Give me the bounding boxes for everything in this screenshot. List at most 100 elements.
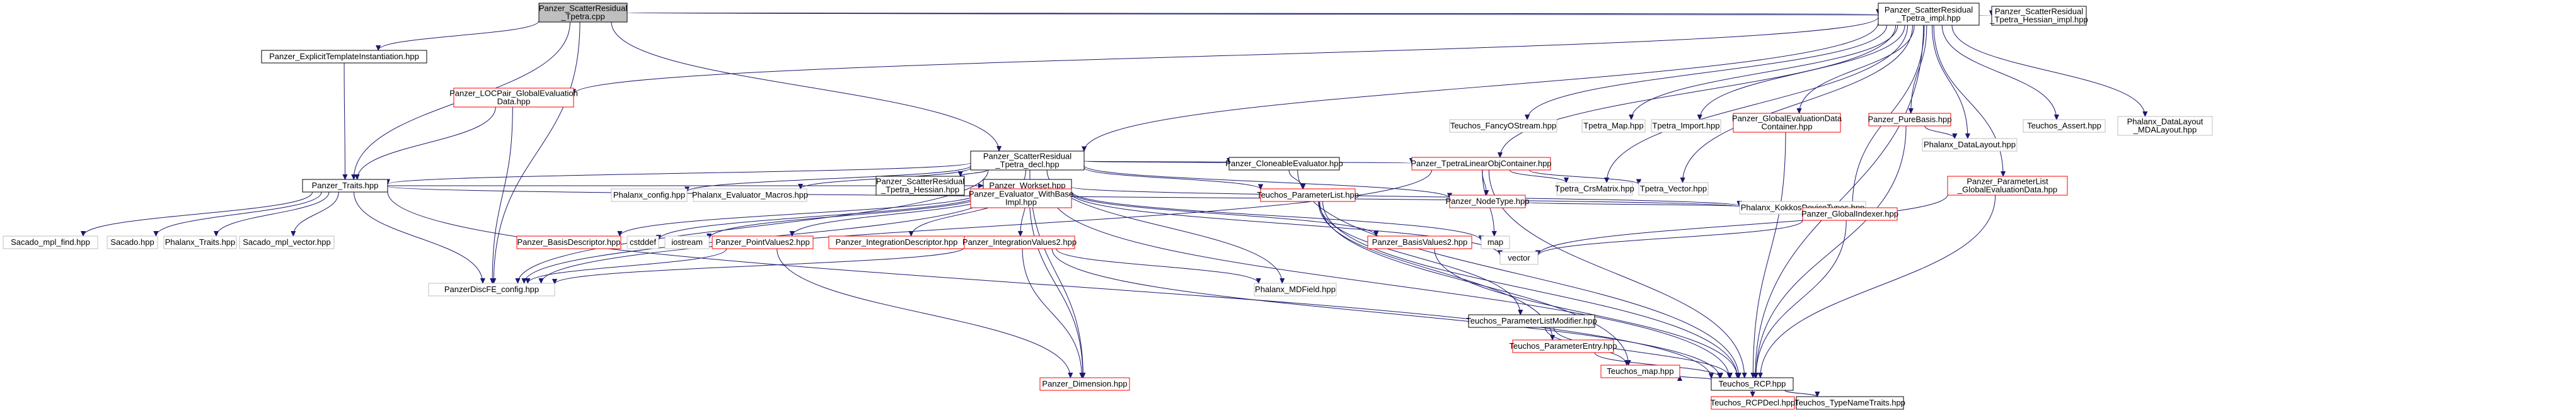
node-box <box>1039 377 1130 391</box>
edge-n39-to-n49 <box>1951 25 2145 116</box>
graph-node[interactable]: Panzer_GlobalIndexer.hpp <box>1801 207 1898 221</box>
node-label: Teuchos_TypeNameTraits.hpp <box>1794 398 1905 407</box>
node-label: Panzer_IntegrationValues2.hpp <box>962 237 1077 247</box>
edge-n8-to-n15 <box>620 191 984 236</box>
graph-node[interactable]: Panzer_ScatterResidual_Tpetra_decl.hpp <box>970 150 1085 171</box>
edge-n8-to-n9 <box>1029 191 1083 378</box>
edge-n2-to-n7 <box>354 191 483 283</box>
edge-n35-to-n7 <box>541 169 1432 283</box>
edge-n39-to-n37 <box>1607 25 1909 183</box>
graph-node[interactable]: Panzer_ScatterResidual_Tpetra.cpp <box>538 3 628 23</box>
edge-n39-to-n41 <box>1631 25 1898 120</box>
graph-node[interactable]: Teuchos_RCP.hpp <box>1711 377 1794 391</box>
edge-n1-to-n2 <box>344 62 345 179</box>
node-label: Data.hpp <box>497 97 531 106</box>
nodes-layer: Panzer_ScatterResidual_Tpetra.cppPanzer_… <box>3 3 2213 410</box>
node-box <box>970 150 1085 171</box>
edge-n35-to-n38 <box>1528 169 1639 184</box>
node-label: Tpetra_Import.hpp <box>1653 121 1720 130</box>
graph-node[interactable]: Teuchos_TypeNameTraits.hpp <box>1794 396 1905 410</box>
edge-n46-to-n10 <box>1760 195 1996 378</box>
node-label: _Tpetra_impl.hpp <box>1896 13 1960 23</box>
graph-node[interactable]: Panzer_BasisValues2.hpp <box>1367 235 1472 249</box>
node-box <box>1499 251 1539 265</box>
edge-n35-to-n37 <box>1509 169 1566 183</box>
graph-node[interactable]: Panzer_BasisDescriptor.hpp <box>516 235 621 249</box>
node-box <box>453 88 574 108</box>
edge-n20-to-n7 <box>555 247 965 284</box>
node-box <box>107 235 158 249</box>
edge-n31-to-n32 <box>1288 169 1303 189</box>
graph-node[interactable]: Panzer_PureBasis.hpp <box>1868 113 1952 127</box>
node-box <box>1581 119 1646 133</box>
edge-n20-to-n10 <box>1051 248 1719 378</box>
node-label: Panzer_LOCPair_GlobalEvaluation <box>449 89 578 98</box>
edge-n39-to-n40 <box>1527 25 1887 120</box>
edge-n26-to-n32 <box>1083 167 1261 190</box>
graph-node[interactable]: Panzer_ScatterResidual_Tpetra_impl.hpp <box>1878 3 1980 26</box>
edge-n8-to-n24 <box>1070 191 1500 256</box>
node-box <box>261 50 427 64</box>
edge-n8-to-n10 <box>1050 191 1730 378</box>
node-label: Phalanx_config.hpp <box>613 190 685 200</box>
node-box <box>1449 119 1557 133</box>
node-label: Phalanx_DataLayout.hpp <box>1924 140 2016 149</box>
node-box <box>1796 396 1904 410</box>
edge-n8-to-n16 <box>659 191 985 240</box>
graph-node[interactable]: Panzer_TpetraLinearObjContainer.hpp <box>1411 157 1552 171</box>
graph-node: Phalanx_config.hpp <box>611 188 688 202</box>
node-label: cstddef <box>630 237 656 247</box>
node-box <box>1600 365 1680 378</box>
graph-node[interactable]: Panzer_CloneableEvaluator.hpp <box>1225 157 1343 171</box>
node-label: Tpetra_CrsMatrix.hpp <box>1555 184 1634 193</box>
node-box <box>1468 314 1595 328</box>
edge-n18-to-n7 <box>528 248 727 283</box>
node-label: Panzer_Workset.hpp <box>989 181 1065 190</box>
edge-n20-to-n21 <box>1056 248 1259 283</box>
graph-node[interactable]: Teuchos_ParameterListModifier.hpp <box>1466 314 1597 328</box>
graph-node: vector <box>1499 251 1539 265</box>
graph-node[interactable]: Teuchos_RCPDecl.hpp <box>1711 396 1795 410</box>
node-box <box>3 235 98 249</box>
graph-node: Phalanx_Evaluator_Macros.hpp <box>692 188 808 202</box>
graph-node[interactable]: Panzer_IntegrationDescriptor.hpp <box>828 235 965 249</box>
graph-node[interactable]: Panzer_Dimension.hpp <box>1039 377 1130 391</box>
graph-node[interactable]: Panzer_NodeType.hpp <box>1446 195 1530 208</box>
edge-n32-to-n11 <box>1319 201 1629 365</box>
node-box <box>1638 182 1709 196</box>
node-box <box>163 235 237 249</box>
edge-n39-to-n48 <box>1941 25 2057 120</box>
graph-node[interactable]: Panzer_LOCPair_GlobalEvaluationData.hpp <box>449 88 578 108</box>
node-box <box>627 235 659 249</box>
graph-node[interactable]: Panzer_IntegrationValues2.hpp <box>962 235 1077 249</box>
graph-node[interactable]: Panzer_ScatterResidual_Tpetra_Hessian.hp… <box>875 176 965 196</box>
node-box <box>1711 377 1794 391</box>
graph-node: Sacado_mpl_find.hpp <box>3 235 98 249</box>
node-box <box>1922 138 2018 152</box>
node-label: Panzer_ExplicitTemplateInstantiation.hpp <box>269 52 419 61</box>
node-label: Panzer_ScatterResidual <box>983 152 1071 161</box>
graph-node[interactable]: Panzer_ExplicitTemplateInstantiation.hpp <box>261 50 427 64</box>
edge-n39-to-n45 <box>1931 25 1967 139</box>
graph-node[interactable]: Teuchos_map.hpp <box>1600 365 1680 378</box>
graph-node[interactable]: Teuchos_ParameterEntry.hpp <box>1509 339 1617 353</box>
node-label: vector <box>1508 253 1530 263</box>
node-label: Teuchos_ParameterEntry.hpp <box>1509 341 1617 351</box>
graph-node: Phalanx_DataLayout_MDALayout.hpp <box>2117 116 2213 136</box>
graph-node[interactable]: Panzer_PointValues2.hpp <box>712 235 814 249</box>
graph-node[interactable]: Panzer_ParameterList_GlobalEvaluationDat… <box>1947 176 2068 196</box>
node-box <box>2023 119 2106 133</box>
edge-n2-to-n5 <box>216 191 330 236</box>
edge-n8-to-n14 <box>1071 186 1740 206</box>
graph-node[interactable]: Teuchos_ParameterList.hpp <box>1257 188 1359 202</box>
graph-node[interactable]: Panzer_Traits.hpp <box>302 179 388 193</box>
node-label: Teuchos_ParameterListModifier.hpp <box>1466 316 1597 325</box>
graph-node: Phalanx_MDField.hpp <box>1254 283 1337 297</box>
graph-node[interactable]: Panzer_ScatterResidual_Tpetra_Hessian_im… <box>1989 6 2088 26</box>
node-label: Panzer_ScatterResidual <box>876 177 964 186</box>
edge-n46-to-n24 <box>1538 195 1948 255</box>
node-label: Panzer_NodeType.hpp <box>1446 196 1530 206</box>
node-label: PanzerDiscFE_config.hpp <box>444 285 539 294</box>
